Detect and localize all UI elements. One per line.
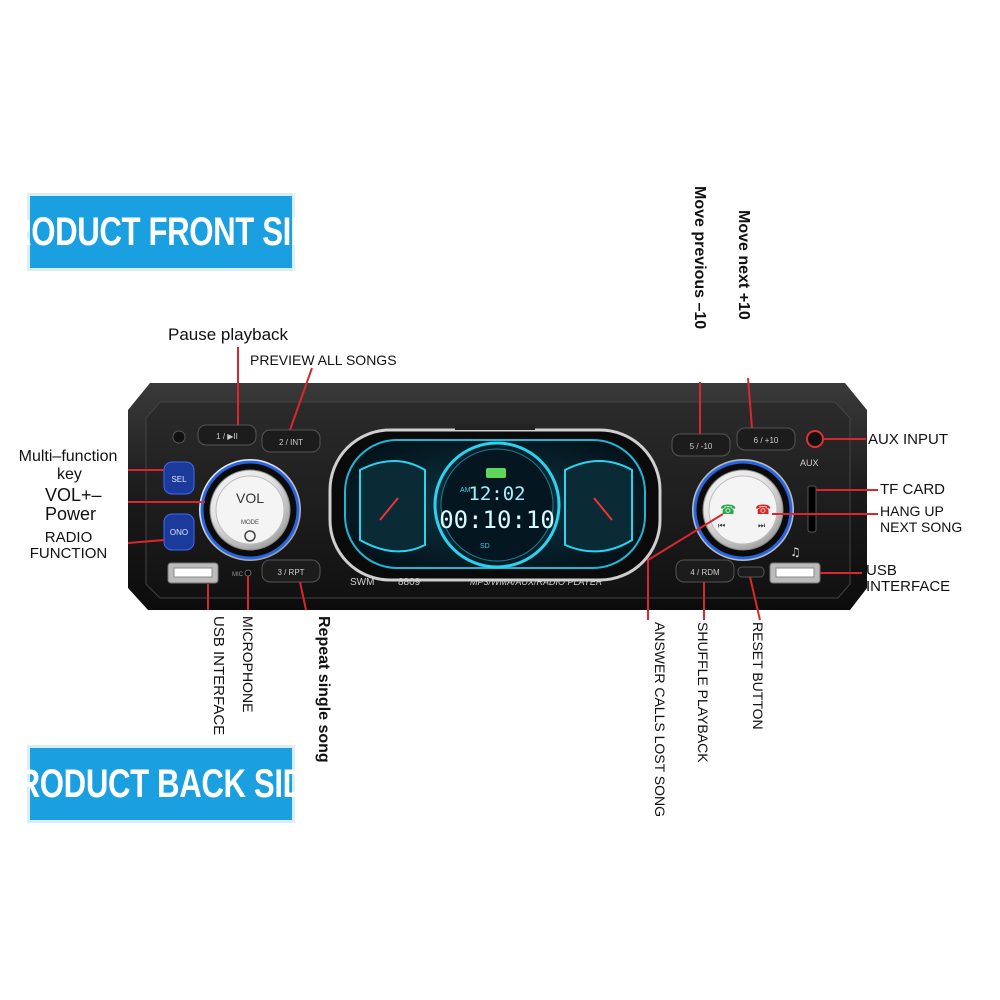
label-move-previous: Move previous –10 (691, 186, 708, 330)
banner-front-text: PRODUCT FRONT SIDE (0, 209, 334, 254)
label-vol-line2: Power (45, 504, 97, 524)
button-1-pause (197, 424, 257, 446)
label-multi-function-line1: Multi–function (18, 448, 118, 465)
product-back-side-banner: PRODUCT BACK SIDE (0, 745, 325, 823)
label-multi-function-line2: key (57, 466, 82, 483)
label-repeat-single-song: Repeat single song (315, 616, 332, 763)
aux-port (806, 430, 824, 448)
ir-sensor (172, 430, 186, 444)
display-time: 12:02 (468, 483, 525, 505)
label-multi-function: Multi–function key (7, 448, 129, 484)
svg-text:3 / RPT: 3 / RPT (277, 568, 304, 577)
label-vol-line1: VOL+– (45, 485, 102, 505)
label-move-next: Move next +10 (735, 210, 752, 320)
svg-text:♫: ♫ (790, 545, 801, 559)
svg-text:VOL: VOL (236, 490, 264, 506)
display-main: 00:10:10 (439, 506, 555, 534)
banner-back-text: PRODUCT BACK SIDE (0, 761, 325, 806)
button-mode-radio (163, 513, 195, 551)
button-6-next10 (736, 427, 796, 451)
label-tf-card: TF CARD (880, 481, 945, 498)
display-band: AM (460, 487, 471, 494)
svg-text:SEL: SEL (171, 475, 187, 484)
microphone-hole (244, 569, 252, 577)
svg-text:1 / ▶II: 1 / ▶II (216, 432, 238, 441)
display-sd: SD (480, 543, 490, 550)
svg-text:MODE: MODE (241, 520, 259, 526)
label-radio-line1: RADIO (44, 529, 93, 546)
label-answer-calls-lost-song: ANSWER CALLS LOST SONG (652, 622, 668, 818)
button-sel (163, 461, 195, 495)
device-subtitle: MP3/WMA/AUX/RADIO PLAYER (470, 577, 603, 587)
label-preview-all-songs: PREVIEW ALL SONGS (250, 352, 397, 368)
svg-text:4 / RDM: 4 / RDM (690, 568, 720, 577)
svg-text:MIC: MIC (232, 572, 244, 578)
svg-text:2 / INT: 2 / INT (279, 438, 303, 447)
label-shuffle-playback: SHUFFLE PLAYBACK (695, 622, 711, 763)
right-gauge (564, 460, 633, 553)
product-front-side-banner: PRODUCT FRONT SIDE (0, 193, 334, 271)
label-next-song: NEXT SONG (880, 519, 963, 535)
svg-text:⏭: ⏭ (758, 521, 765, 530)
label-usb-right-line1: USB (866, 562, 897, 579)
tf-card-slot (807, 485, 817, 533)
label-aux-input: AUX INPUT (868, 431, 949, 448)
reset-button (737, 566, 765, 578)
label-usb-interface-right: USB INTERFACE (866, 563, 950, 595)
label-reset-button: RESET BUTTON (750, 622, 766, 730)
hang-up-icon: ☎ (755, 503, 771, 518)
label-hang-up-next-song: HANG UP NEXT SONG (880, 503, 962, 535)
label-radio-function: RADIO FUNCTION (20, 530, 117, 562)
label-hang-up: HANG UP (880, 503, 944, 519)
label-usb-interface-left: USB INTERFACE (210, 616, 227, 736)
model-brand: SWM (350, 577, 374, 588)
label-usb-right-line2: INTERFACE (866, 578, 951, 595)
button-3-rpt (261, 559, 321, 583)
label-pause-playback: Pause playback (168, 325, 289, 344)
label-radio-line2: FUNCTION (29, 545, 108, 562)
svg-text:⏮: ⏮ (718, 521, 725, 530)
label-microphone: MICROPHONE (240, 616, 256, 713)
svg-text:AUX: AUX (800, 458, 819, 468)
svg-text:5 / -10: 5 / -10 (690, 442, 713, 451)
answer-call-icon: ☎ (720, 503, 736, 518)
model-number: 8809 (398, 577, 421, 588)
leader-lines (127, 347, 878, 621)
label-vol-power: VOL+– Power (45, 486, 102, 524)
svg-text:ONO: ONO (170, 528, 188, 537)
svg-text:6 / +10: 6 / +10 (754, 436, 779, 445)
